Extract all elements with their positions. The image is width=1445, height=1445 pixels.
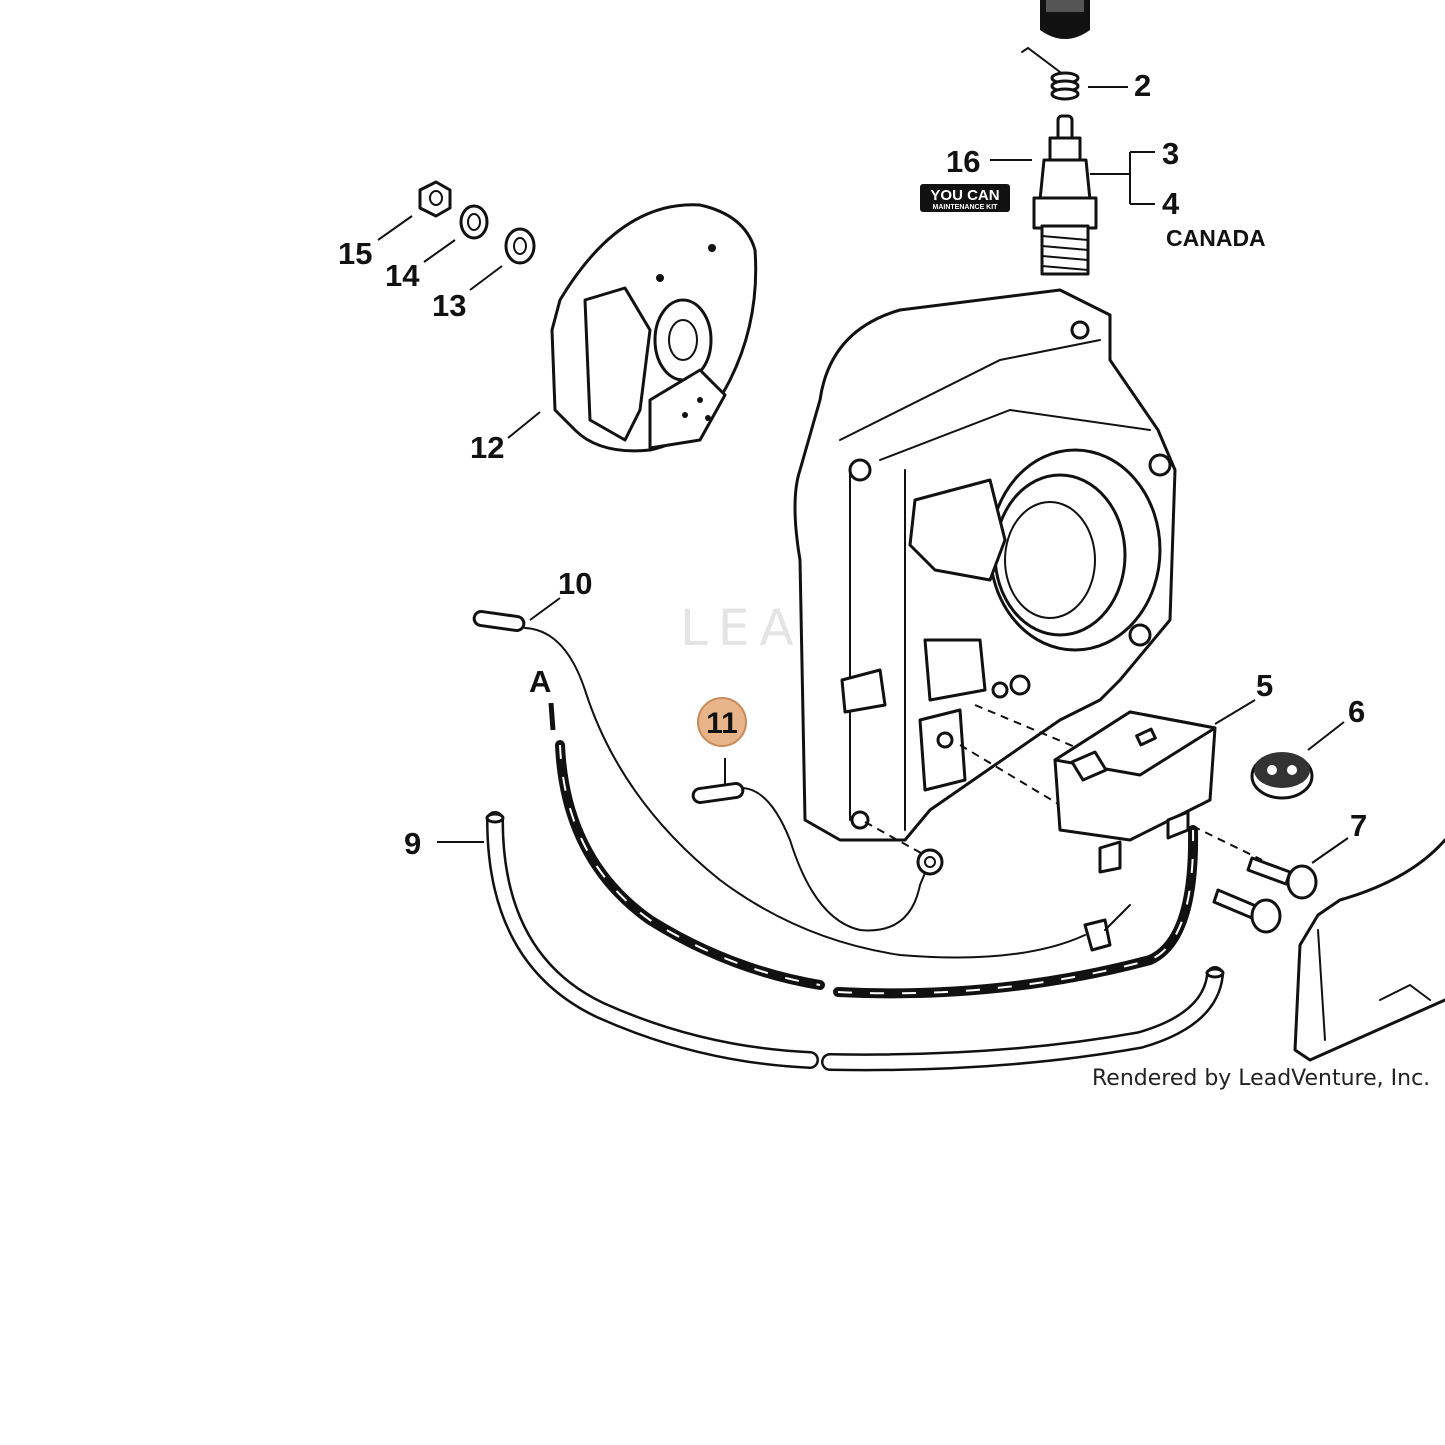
ignition-module-part <box>1053 710 1217 874</box>
spring-clip-part <box>1021 46 1080 101</box>
flat-washer-part <box>504 227 536 265</box>
spark-plug-boot <box>1040 0 1090 39</box>
callout-3: 3 <box>1162 136 1179 171</box>
callout-12: 12 <box>470 430 504 465</box>
callout-9: 9 <box>404 826 421 861</box>
render-credit: Rendered by LeadVenture, Inc. <box>1092 1066 1430 1091</box>
wire-a-part <box>548 702 1199 999</box>
callout-5: 5 <box>1256 668 1273 703</box>
screw-part <box>1212 856 1318 934</box>
spark-plug-part <box>1032 114 1098 276</box>
flywheel-part <box>550 203 758 453</box>
wire-marker-a: A <box>529 664 551 699</box>
callout-2: 2 <box>1134 68 1151 103</box>
callout-13: 13 <box>432 288 466 323</box>
callout-11: 11 <box>706 707 738 740</box>
badge-subtitle: MAINTENANCE KIT <box>933 204 999 211</box>
callout-16: 16 <box>946 144 980 179</box>
callout-7: 7 <box>1350 808 1367 843</box>
assembly-line <box>864 821 931 859</box>
callout-4: 4 <box>1162 186 1180 221</box>
assembly-line <box>959 744 1061 806</box>
nut-part <box>418 180 452 218</box>
badge-title: YOU CAN <box>930 187 999 204</box>
ignition-wire-part <box>472 609 1131 959</box>
ground-wire-part <box>691 781 944 932</box>
callout-14: 14 <box>385 258 420 293</box>
maintenance-kit-badge: YOU CAN MAINTENANCE KIT <box>920 184 1010 212</box>
highlight-callout-11[interactable]: 11 <box>697 697 747 747</box>
grommet-part <box>1250 752 1314 800</box>
lock-washer-part <box>459 204 489 240</box>
leader-lines <box>377 86 1349 864</box>
engine-housing <box>793 288 1177 842</box>
callout-6: 6 <box>1348 694 1365 729</box>
cover-part <box>1293 838 1445 1062</box>
callout-15: 15 <box>338 236 372 271</box>
fuel-line-part <box>485 811 1225 1072</box>
region-note: CANADA <box>1166 225 1266 251</box>
callout-10: 10 <box>558 566 592 601</box>
